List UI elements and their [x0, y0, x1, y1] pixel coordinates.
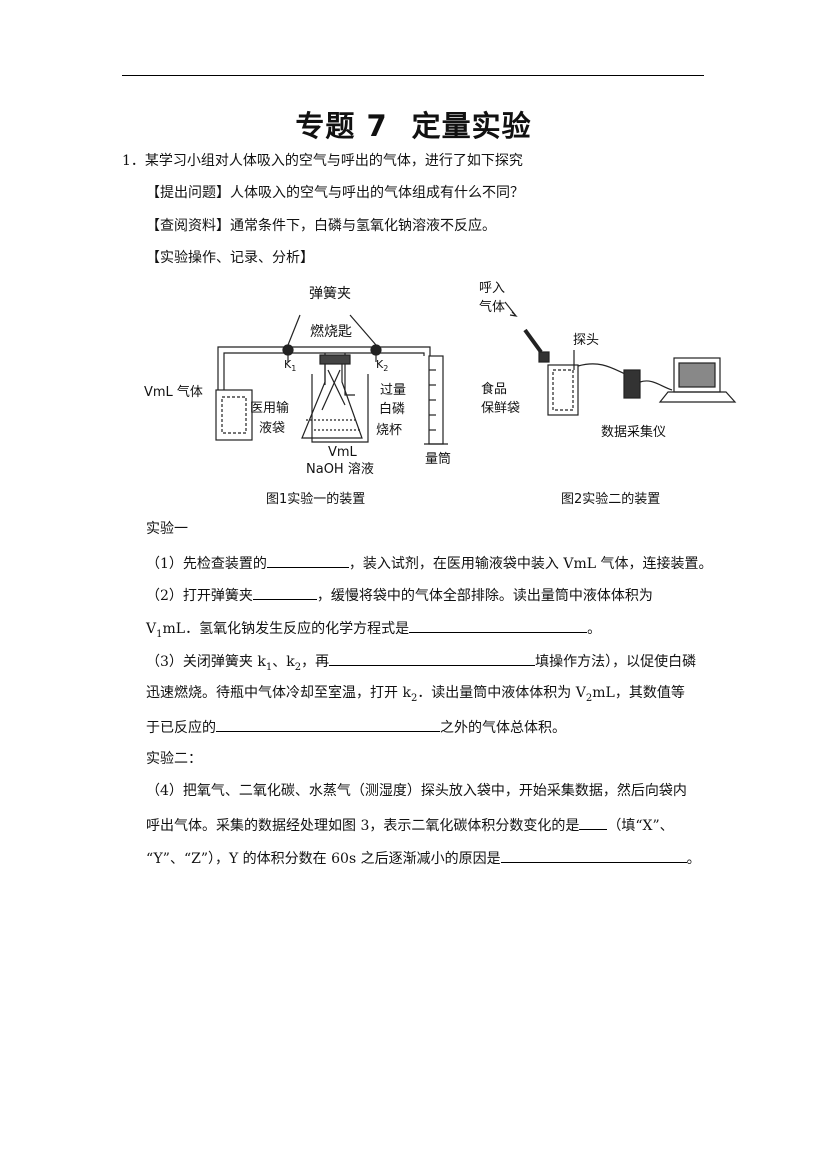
question-problem: 【提出问题】人体吸入的空气与呼出的气体组成有什么不同？ — [146, 185, 524, 201]
label-excess: 过量 — [380, 383, 406, 398]
label-cylinder: 量筒 — [425, 451, 451, 467]
answer-blank-5[interactable] — [216, 717, 440, 732]
figure1-caption: 图1实验一的装置 — [266, 491, 365, 507]
label-spring-clip: 弹簧夹 — [309, 286, 351, 302]
label-probe: 探头 — [573, 333, 599, 348]
answer-blank-2[interactable] — [252, 585, 317, 600]
experiment1-title: 实验一 — [146, 521, 188, 537]
answer-blank-1[interactable] — [266, 553, 349, 568]
question-2-line2: V1mL．氢氧化钠发生反应的化学方程式是。 — [146, 618, 601, 644]
figure1-apparatus — [215, 314, 448, 445]
answer-blank-3[interactable] — [409, 618, 588, 633]
page-title: 专题 7 定量实验 — [0, 103, 827, 145]
question-4-line1: （4）把氧气、二氧化碳、水蒸气（测湿度）探头放入袋中，开始采集数据，然后向袋内 — [146, 783, 687, 799]
question-3-line2: 迅速燃烧。待瓶中气体冷却至室温，打开 k2．读出量筒中液体体积为 V2mL，其数… — [146, 685, 685, 704]
label-bag-line2: 液袋 — [259, 421, 285, 436]
figure2-caption: 图2实验二的装置 — [561, 491, 660, 507]
title-topic-number: 专题 7 — [295, 109, 388, 143]
question-4-line3: “Y”、“Z”），Y 的体积分数在 60s 之后逐渐减小的原因是。 — [146, 848, 701, 868]
label-spoon: 燃烧匙 — [310, 323, 352, 340]
label-gas: VmL 气体 — [144, 384, 203, 400]
header-rule — [122, 75, 704, 76]
label-k1: K1 — [284, 358, 296, 373]
question-3-line1: （3）关闭弹簧夹 k1、k2，再填操作方法），以促使白磷 — [146, 651, 696, 677]
label-food-line1: 食品 — [481, 381, 507, 397]
label-exhale-line1: 呼入 — [479, 281, 505, 296]
answer-blank-7[interactable] — [500, 848, 687, 863]
label-exhale-line2: 气体 — [479, 299, 505, 315]
apparatus-figures: 弹簧夹 燃烧匙 K1 K2 VmL 气体 医用输 液袋 过量 白磷 烧杯 VmL… — [144, 281, 737, 507]
label-beaker: 烧杯 — [376, 423, 402, 438]
label-collector: 数据采集仪 — [601, 424, 666, 440]
label-naoh: NaOH 溶液 — [306, 462, 374, 477]
question-2-line1: （2）打开弹簧夹，缓慢将袋中的气体全部排除。读出量筒中液体体积为 — [146, 585, 653, 605]
answer-blank-4[interactable] — [329, 651, 536, 666]
label-k2: K2 — [376, 358, 388, 373]
figure2-apparatus — [504, 301, 737, 416]
answer-blank-6[interactable] — [579, 815, 608, 830]
experiment2-title: 实验二： — [146, 751, 202, 767]
question-intro: 1．某学习小组对人体吸入的空气与呼出的气体，进行了如下探究 — [122, 153, 523, 169]
question-reference: 【查阅资料】通常条件下，白磷与氢氧化钠溶液不反应。 — [146, 218, 496, 234]
label-phosphorus: 白磷 — [379, 401, 405, 417]
question-operation: 【实验操作、记录、分析】 — [146, 250, 314, 266]
question-4-line2: 呼出气体。采集的数据经处理如图 3，表示二氧化碳体积分数变化的是（填“X”、 — [146, 815, 674, 835]
question-1: （1）先检查装置的，装入试剂，在医用输液袋中装入 VmL 气体，连接装置。 — [146, 553, 713, 573]
title-topic-name: 定量实验 — [411, 109, 532, 143]
label-vml: VmL — [328, 445, 358, 460]
question-3-line3: 于已反应的之外的气体总体积。 — [146, 717, 566, 737]
label-food-line2: 保鲜袋 — [481, 401, 520, 416]
label-bag-line1: 医用输 — [250, 400, 289, 416]
